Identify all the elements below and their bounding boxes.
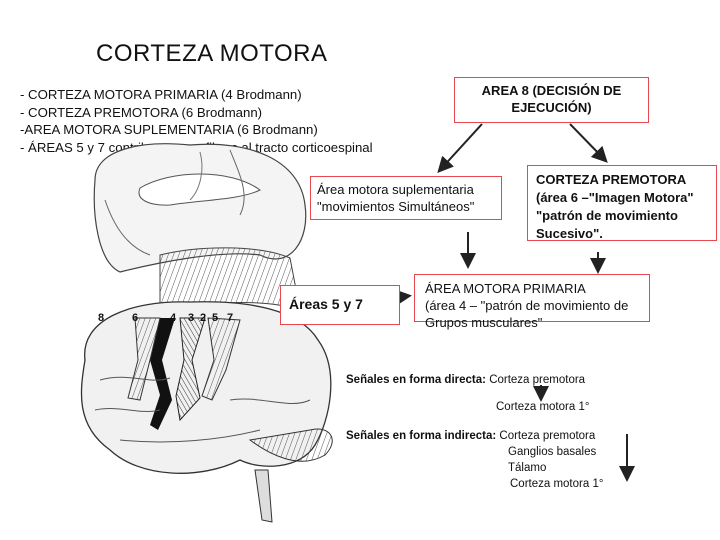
brodmann-label-4: 4 <box>170 312 177 324</box>
indirect-signal-row: Señales en forma indirecta: Corteza prem… <box>346 428 595 445</box>
brodmann-label-5: 5 <box>212 312 219 324</box>
area8-line2: EJECUCIÓN) <box>511 100 592 115</box>
definition-primary: - CORTEZA MOTORA PRIMARIA (4 Brodmann) <box>20 87 302 102</box>
definition-supplementary: -AREA MOTORA SUPLEMENTARIA (6 Brodmann) <box>20 122 318 137</box>
brodmann-label-3: 3 <box>188 312 195 324</box>
primary-line3: Grupos musculares" <box>425 315 543 330</box>
premotor-box: CORTEZA PREMOTORA (área 6 –"Imagen Motor… <box>527 165 717 241</box>
premotor-line1: CORTEZA PREMOTORA <box>536 172 687 187</box>
premotor-line4: Sucesivo". <box>536 226 603 241</box>
page-title: CORTEZA MOTORA <box>96 40 328 67</box>
supplementary-motor-box: Área motora suplementaria "movimientos S… <box>310 176 502 220</box>
primary-line1: ÁREA MOTORA PRIMARIA <box>425 281 586 296</box>
area8-box: AREA 8 (DECISIÓN DE EJECUCIÓN) <box>454 77 649 123</box>
medial-brain-view <box>93 143 307 311</box>
premotor-line2: (área 6 –"Imagen Motora" <box>536 190 694 205</box>
lateral-brain-view <box>80 301 333 523</box>
premotor-line3: "patrón de movimiento <box>536 208 678 223</box>
brodmann-label-6: 6 <box>132 312 139 324</box>
areas-5-7-box: Áreas 5 y 7 <box>280 285 400 325</box>
direct-signal-target: Corteza motora 1° <box>496 401 590 413</box>
direct-signal-label: Señales en forma directa: <box>346 374 486 386</box>
areas-5-7-label: Áreas 5 y 7 <box>289 296 363 312</box>
indirect-signal-target: Corteza motora 1° <box>510 478 604 490</box>
primary-line2: (área 4 – "patrón de movimiento de <box>425 298 629 313</box>
brodmann-label-7: 7 <box>227 312 234 324</box>
brodmann-label-2: 2 <box>200 312 207 324</box>
direct-signal-row: Señales en forma directa: Corteza premot… <box>346 372 585 389</box>
area8-line1: AREA 8 (DECISIÓN DE <box>481 83 622 98</box>
arrow-area8-to-premotor <box>569 123 608 163</box>
indirect-step-thalamus: Tálamo <box>508 462 547 474</box>
indirect-signal-value: Corteza premotora <box>499 430 596 442</box>
brodmann-label-8: 8 <box>98 312 105 324</box>
direct-signal-value: Corteza premotora <box>489 374 586 386</box>
indirect-signal-label: Señales en forma indirecta: <box>346 430 497 442</box>
indirect-step-basal-ganglia: Ganglios basales <box>508 446 597 458</box>
sma-line1: Área motora suplementaria <box>317 182 474 197</box>
definition-premotor: - CORTEZA PREMOTORA (6 Brodmann) <box>20 104 263 120</box>
primary-motor-box: ÁREA MOTORA PRIMARIA (área 4 – "patrón d… <box>414 274 650 330</box>
definitions-list: - CORTEZA MOTORA PRIMARIA (4 Brodmann) -… <box>20 86 373 156</box>
diagram-arrows <box>373 123 635 482</box>
sma-line2: "movimientos Simultáneos" <box>317 199 475 214</box>
arrow-area8-to-sma <box>437 123 483 173</box>
